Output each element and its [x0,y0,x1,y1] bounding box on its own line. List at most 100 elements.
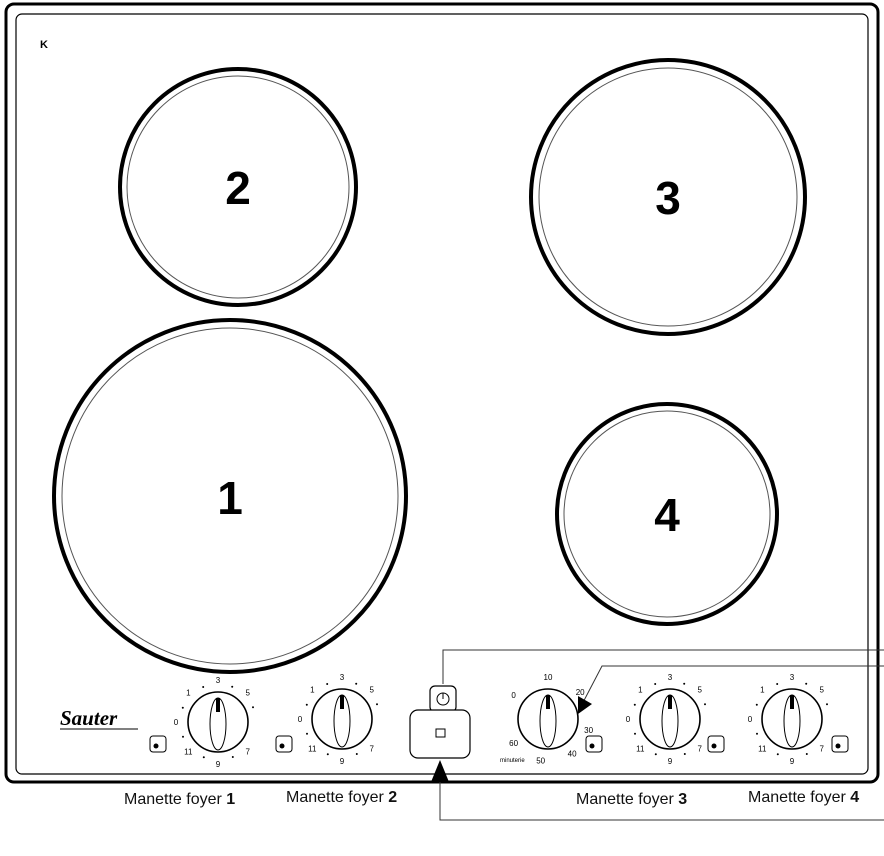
knob-zone-3-tick [654,753,657,756]
knob-zone-2-tick [355,682,358,685]
timer-knob-scale-label: 40 [568,749,577,758]
knob-zone-1-tick [252,706,254,709]
knob-zone-4-scale-label: 11 [758,745,767,754]
knob-zone-4-dial[interactable] [761,688,823,750]
knob-zone-4-tick [805,753,808,755]
lock-switch[interactable] [409,709,471,759]
timer-knob-scale-label: 60 [509,739,518,748]
knob-zone-1-tick [182,735,184,738]
knob-zone-1-scale-label: 7 [245,748,250,757]
knob-zone-1-tick [202,686,205,688]
knob-zone-4-indicator-lamp [831,735,849,753]
zone-number-2: 2 [225,162,251,214]
knob-zone-1-tick [231,685,234,688]
knob-zone-3-pointer [668,695,672,709]
timer-knob-scale-label: 0 [511,691,516,700]
arrow-lock-icon [431,760,449,782]
knob-zone-3-scale-label: 9 [668,757,673,766]
knob-zone-4-pointer [790,695,794,709]
knob-zone-3-scale-label: 3 [668,673,673,682]
knob-zone-2-tick [306,732,308,735]
knob-zone-1-tick [231,756,234,758]
knob-zone-3-tick [683,682,686,685]
knob-zone-4-tick [805,682,808,685]
timer-knob-scale-label: 10 [544,673,553,682]
knob-zone-2-tick [326,753,329,756]
knob-zone-2-scale-label: 3 [340,673,345,682]
knob-zone-1-scale-label: 11 [184,748,193,757]
knob-zone-4-scale-label: 0 [748,715,753,724]
knob-zone-1-scale-label: 0 [174,718,179,727]
knob-zone-4-scale-label: 5 [819,685,824,694]
knob-zone-2-scale-label: 0 [298,715,303,724]
knob-zone-2-scale-label: 1 [310,685,315,694]
corner-mark: K [40,39,48,51]
arrow-timer-icon [578,696,592,714]
knob-zone-1-indicator-lamp [149,735,167,753]
caption-knob-1: Manette foyer 1 [124,791,236,808]
knob-zone-1-dial[interactable] [187,691,249,753]
zone-number-3: 3 [655,172,681,224]
knob-zone-2-dial[interactable] [311,688,373,750]
caption-knob-4: Manette foyer 4 [748,789,860,806]
timer-knob-dial[interactable] [517,688,579,750]
cooking-zone-1: 1 [52,318,408,674]
knob-zone-3-scale-label: 5 [697,685,702,694]
knob-zone-3-lamp-dot [711,743,717,749]
knob-zone-1-scale-label: 9 [216,760,221,769]
timer-knob-pointer [546,695,550,709]
timer-knob-scale-label: 50 [536,756,545,765]
knob-zone-4-scale-label: 3 [790,673,795,682]
caption-knob-2: Manette foyer 2 [286,789,398,806]
cooking-zone-4: 4 [555,402,779,626]
knob-zone-1-lamp-dot [153,743,159,749]
knob-zone-2-scale-label: 7 [369,745,374,754]
knob-zone-1-pointer [216,698,220,712]
timer-knob-lamp-dot [589,743,595,749]
zone-number-4: 4 [654,489,680,541]
knob-zone-1-scale-label: 1 [186,688,191,697]
knob-zone-3-tick [683,753,686,755]
timer-knob-scale-label: 30 [584,726,593,735]
lock-icon [435,728,446,738]
knob-zone-3-scale-label: 1 [638,685,643,694]
knob-zone-2-tick [305,703,308,706]
cooking-zone-2: 2 [118,67,358,307]
knob-zone-3-scale-label: 11 [636,745,645,754]
knob-zone-3-tick [633,703,636,706]
knob-zone-3-tick [634,732,636,735]
knob-zone-2-indicator-lamp [275,735,293,753]
knob-zone-4-tick [826,703,828,706]
knob-zone-2-pointer [340,695,344,709]
knob-zone-2-tick [326,683,329,685]
knob-zone-4-tick [776,753,779,756]
timer-knob-indicator-lamp [585,735,603,753]
callout-timer-line [577,665,884,713]
timer-knob[interactable]: 0 10 20 30 40 50 60 minuterie [500,673,594,765]
knob-zone-3-indicator-lamp [707,735,725,753]
timer-label: minuterie [500,758,525,764]
knob-zone-1-tick [202,756,205,759]
callout-on-off-line [442,649,884,684]
cooking-zone-3: 3 [529,58,807,336]
knob-zone-2-scale-label: 11 [308,745,317,754]
knob-zone-1-scale-label: 3 [216,676,221,685]
zone-number-1: 1 [217,472,243,524]
knob-zone-1-tick [181,706,184,709]
knob-zone-3-dial[interactable] [639,688,701,750]
knob-zone-4-tick [776,683,779,685]
knob-zone-3-tick [654,683,657,685]
brand-logo: Sauter [60,706,118,730]
knob-zone-2-lamp-dot [279,743,285,749]
caption-knob-3: Manette foyer 3 [576,791,688,808]
knob-zone-2-scale-label: 9 [340,757,345,766]
knob-zone-3-scale-label: 7 [697,745,702,754]
knob-zone-4-scale-label: 9 [790,757,795,766]
hob-frame-outer [4,2,880,784]
timer-knob-scale-label: 20 [576,688,585,697]
